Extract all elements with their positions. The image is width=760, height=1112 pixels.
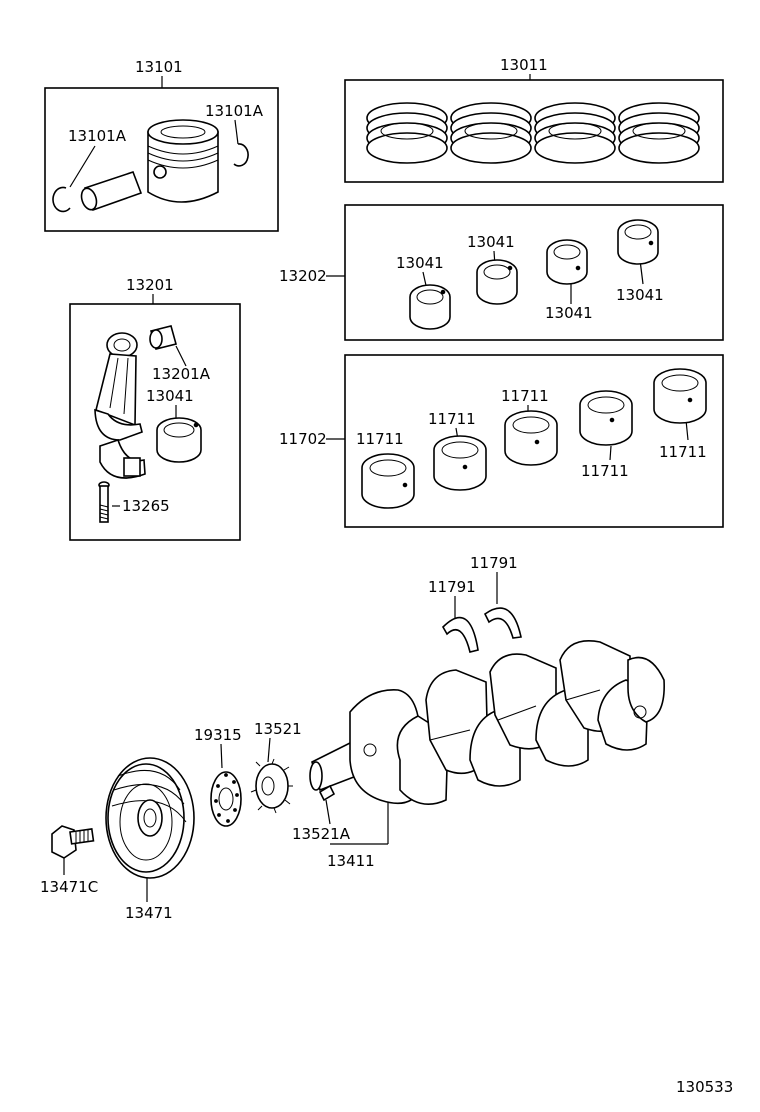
main-bearing-2: [433, 435, 487, 491]
con-rod-group: 13201 13201A 13041 13265: [69, 276, 241, 541]
piston-ring-set-1: [366, 102, 448, 164]
main-bearing-label-5: 11711: [659, 443, 707, 461]
main-bearing-1: [361, 453, 415, 509]
timing-plate-label: 19315: [194, 726, 242, 744]
crank-bearing-1: [409, 284, 451, 330]
piston-group: 13101 13101A 13101A: [44, 58, 279, 232]
main-bearing-label-2: 11711: [428, 410, 476, 428]
main-bearing-set-number: 11702: [279, 430, 327, 448]
main-bearing-5: [653, 368, 707, 424]
crank-bearing-4: [617, 219, 659, 265]
crankshaft-key: [318, 784, 336, 802]
main-bearing-4: [579, 390, 633, 446]
thrust-washers-group: 11791 11791: [428, 554, 522, 653]
piston-rings-frame: [344, 79, 724, 183]
thrust-washer-right: [483, 607, 522, 639]
piston-ring-set-3: [534, 102, 616, 164]
timing-group: 13521 19315: [194, 720, 302, 827]
con-rod-frame: [69, 303, 241, 541]
crankshaft: [309, 640, 665, 806]
piston-group-frame: [44, 87, 279, 232]
pulley-group: 13471 13471C: [40, 757, 195, 922]
crankshaft-group: 13521A 13411: [292, 640, 665, 870]
piston-pin-clip-label-right: 13101A: [205, 102, 264, 120]
crankshaft-key-label: 13521A: [292, 825, 351, 843]
piston-pin-clip-label-left: 13101A: [68, 127, 127, 145]
con-rod-bushing: [149, 325, 177, 350]
piston-pin-clip-left: [52, 186, 71, 213]
crank-bearing-set-frame: [344, 204, 724, 341]
piston-rings-group: 13011: [344, 56, 724, 183]
thrust-washer-label-left: 11791: [428, 578, 476, 596]
main-bearing-label-3: 11711: [501, 387, 549, 405]
crank-bearing-label-2: 13041: [467, 233, 515, 251]
pulley-label: 13471: [125, 904, 173, 922]
con-rod-bearing: [156, 417, 202, 463]
crank-bearing-label-4: 13041: [616, 286, 664, 304]
thrust-washer-label-right: 11791: [470, 554, 518, 572]
con-rod-bearing-label: 13041: [146, 387, 194, 405]
piston-ring-set-4: [618, 102, 700, 164]
pulley-bolt-label: 13471C: [40, 878, 98, 896]
main-bearing-label-1: 11711: [356, 430, 404, 448]
con-rod: [94, 332, 143, 441]
main-bearing-set-frame: [344, 354, 724, 528]
main-bearing-label-4: 11711: [581, 462, 629, 480]
crankshaft-pulley: [105, 757, 195, 879]
piston-rings-number: 13011: [500, 56, 548, 74]
piston-pin-clip-right: [233, 143, 249, 167]
crank-bearing-set-number: 13202: [279, 267, 327, 285]
thrust-washer-left: [442, 616, 479, 653]
con-rod-bushing-label: 13201A: [152, 365, 211, 383]
crank-bearing-set-group: 13202 13041 13041 13041 13041: [279, 204, 724, 341]
crank-bearing-2: [476, 259, 518, 305]
diagram-id: 130533: [676, 1078, 733, 1096]
crank-bearing-label-1: 13041: [396, 254, 444, 272]
timing-gear-label: 13521: [254, 720, 302, 738]
piston-group-number: 13101: [135, 58, 183, 76]
main-bearing-set-group: 11702 11711 11711 11711 11711 11711: [279, 354, 724, 528]
crank-bearing-3: [546, 239, 588, 285]
main-bearing-3: [504, 410, 558, 466]
timing-plate: [210, 771, 242, 827]
con-rod-cap: [99, 438, 146, 479]
con-rod-number: 13201: [126, 276, 174, 294]
piston: [147, 119, 219, 203]
pulley-bolt: [51, 825, 95, 859]
crank-bearing-label-3: 13041: [545, 304, 593, 322]
piston-pin: [80, 170, 143, 212]
con-rod-bolt: [98, 481, 110, 523]
crankshaft-number: 13411: [327, 852, 375, 870]
timing-gear: [250, 758, 293, 814]
con-rod-bolt-label: 13265: [122, 497, 170, 515]
piston-ring-set-2: [450, 102, 532, 164]
